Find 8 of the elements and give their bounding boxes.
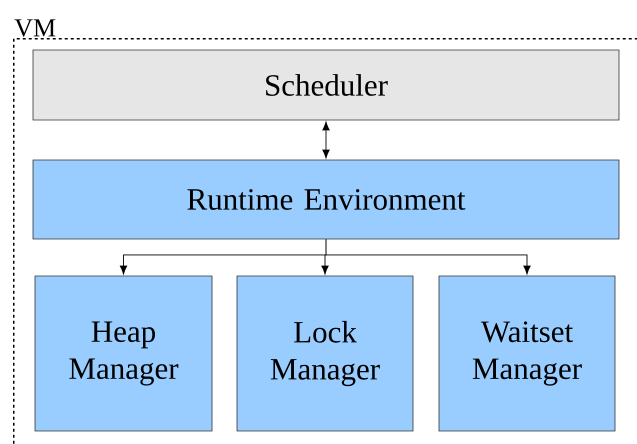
- process-box: Runtime Environment: [32, 160, 620, 240]
- process-box: Waitset Manager: [438, 276, 616, 432]
- process-box: Lock Manager: [236, 276, 414, 432]
- arrow: [326, 238, 531, 274]
- arrow: [322, 122, 330, 158]
- process-box: Heap Manager: [34, 276, 212, 432]
- node-label: VM: [14, 19, 56, 37]
- process-box: Scheduler: [32, 50, 620, 120]
